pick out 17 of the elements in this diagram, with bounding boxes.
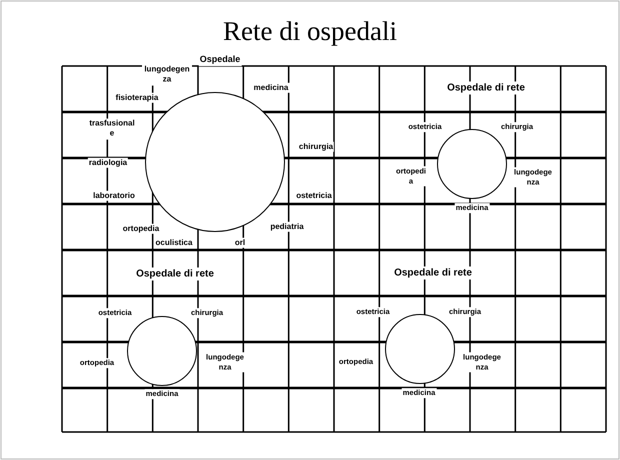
hospital-heading: Ospedale di rete <box>393 266 473 280</box>
department-label: fisioterapia <box>114 92 160 104</box>
department-label: ostetricia <box>295 190 333 202</box>
department-label: oculistica <box>154 238 194 248</box>
department-label: ortopedia <box>122 224 160 234</box>
hospital-heading: Ospedale <box>198 54 242 66</box>
department-label: laboratorio <box>92 190 136 202</box>
department-label: pediatria <box>269 222 305 232</box>
department-label: trasfusionale <box>87 118 137 140</box>
department-label: medicina <box>252 82 290 94</box>
department-label: chirurgia <box>298 142 334 152</box>
title: Rete di ospedali <box>222 18 398 45</box>
department-label: lungodegenza <box>142 64 192 86</box>
department-label: orl <box>234 238 246 248</box>
hospital-heading: Ospedale di rete <box>446 82 526 94</box>
department-label: radiologia <box>88 158 128 168</box>
hospital-heading: Ospedale di rete <box>135 268 215 280</box>
